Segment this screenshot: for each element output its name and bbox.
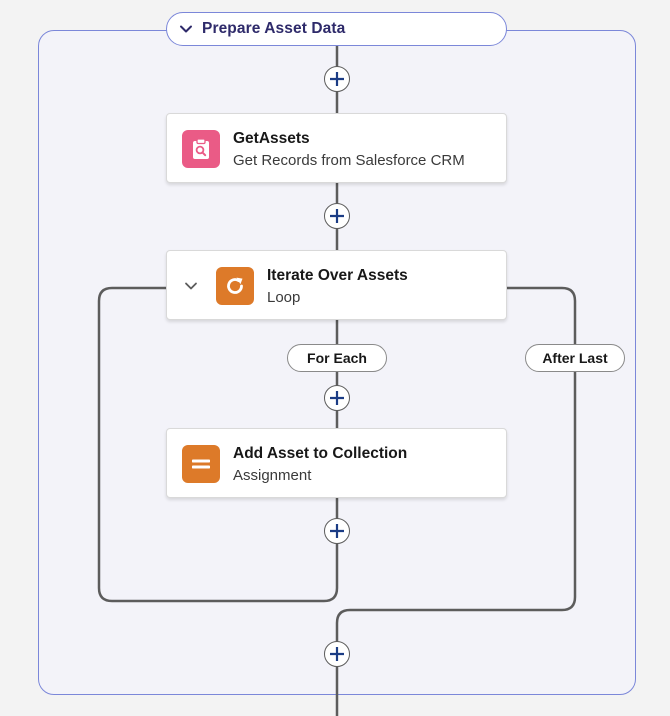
connector-loop-back [97, 286, 339, 603]
flow-node-get-assets[interactable]: GetAssets Get Records from Salesforce CR… [166, 113, 507, 183]
flow-node-iterate-over-assets[interactable]: Iterate Over Assets Loop [166, 250, 507, 320]
node-title: Add Asset to Collection [233, 445, 408, 462]
plus-icon [330, 72, 344, 86]
connector-after-last [335, 286, 577, 716]
chevron-down-icon [179, 21, 195, 37]
plus-icon [330, 647, 344, 661]
branch-label-after-last: After Last [525, 344, 625, 372]
chevron-down-icon[interactable] [183, 278, 199, 294]
node-type: Loop [267, 289, 301, 306]
add-element-button-3[interactable] [324, 385, 350, 411]
group-title: Prepare Asset Data [202, 20, 346, 37]
add-element-button-5[interactable] [324, 641, 350, 667]
plus-icon [330, 524, 344, 538]
group-header[interactable]: Prepare Asset Data [166, 12, 507, 46]
node-title: Iterate Over Assets [267, 267, 408, 284]
add-element-button-1[interactable] [324, 66, 350, 92]
assignment-icon [182, 445, 220, 483]
flow-node-add-asset-to-collection[interactable]: Add Asset to Collection Assignment [166, 428, 507, 498]
add-element-button-4[interactable] [324, 518, 350, 544]
node-title: GetAssets [233, 130, 310, 147]
node-type: Assignment [233, 467, 312, 484]
branch-label-for-each: For Each [287, 344, 387, 372]
get-records-icon [182, 130, 220, 168]
node-type: Get Records from Salesforce CRM [233, 152, 465, 169]
plus-icon [330, 391, 344, 405]
loop-icon [216, 267, 254, 305]
plus-icon [330, 209, 344, 223]
add-element-button-2[interactable] [324, 203, 350, 229]
